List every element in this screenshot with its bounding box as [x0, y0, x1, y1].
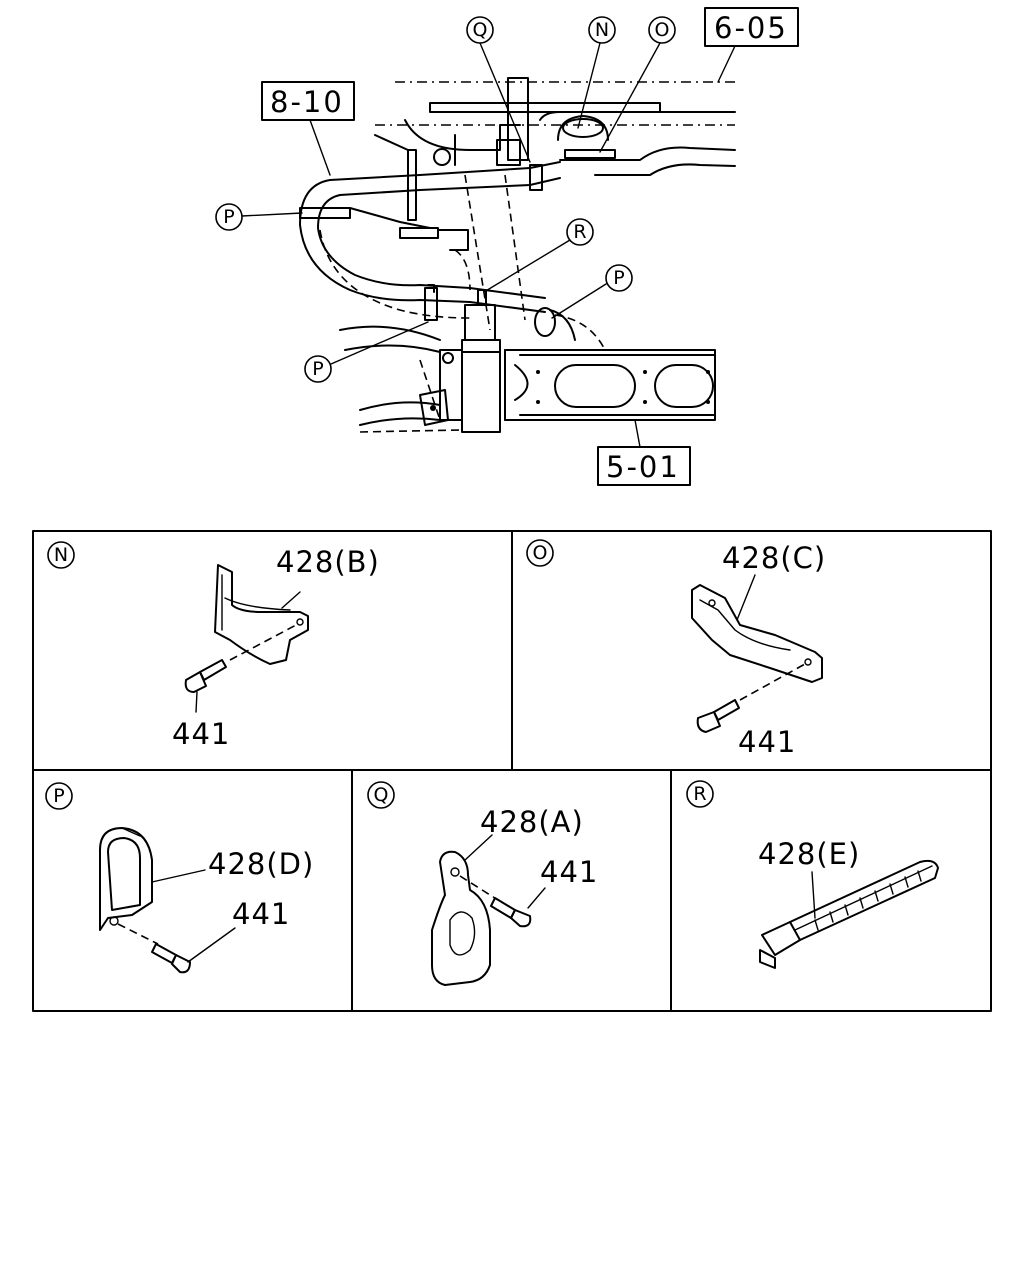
detail-grid	[32, 530, 992, 1012]
detail-panel-o: O 428(C) 441	[526, 539, 826, 759]
panel-p-part-label: 428(D)	[208, 847, 314, 881]
callout-p-right-letter: P	[613, 267, 624, 289]
detail-panel-q: Q 428(A) 441	[367, 781, 598, 986]
ref-box-8-10: 8-10	[261, 81, 355, 176]
bolt-441-p	[151, 943, 191, 974]
callout-o-letter: O	[655, 19, 670, 41]
callout-r-letter: R	[573, 221, 586, 243]
ref-label-6-05: 6-05	[714, 11, 788, 45]
callout-o: O	[599, 16, 676, 153]
callout-p-right: P	[551, 264, 633, 319]
panel-o-part-label: 428(C)	[722, 541, 826, 575]
panel-p-bolt-label: 441	[232, 897, 290, 931]
callout-p-left: P	[304, 321, 429, 383]
ref-label-5-01: 5-01	[606, 450, 680, 484]
detail-panel-n: N 428(B) 441	[47, 541, 380, 751]
panel-r-letter: R	[693, 783, 706, 805]
callout-q-letter: Q	[473, 19, 488, 41]
ref-label-8-10: 8-10	[270, 85, 344, 119]
callout-q: Q	[466, 16, 531, 163]
bolt-441-q	[490, 897, 532, 928]
panel-q-letter: Q	[374, 784, 389, 806]
ref-box-6-05: 6-05	[704, 7, 799, 83]
bolt-441-n	[184, 659, 227, 693]
panel-n-bolt-label: 441	[172, 717, 230, 751]
ref-box-5-01: 5-01	[597, 419, 691, 486]
panel-p-letter: P	[53, 785, 64, 807]
detail-panel-r: R 428(E)	[686, 780, 939, 969]
clip-428a	[431, 850, 491, 986]
panel-r-part-label: 428(E)	[758, 837, 860, 871]
callout-p-top-letter: P	[223, 206, 234, 228]
clip-428d	[99, 827, 153, 931]
bracket-428c	[691, 584, 823, 683]
panel-o-letter: O	[533, 542, 548, 564]
panel-n-letter: N	[54, 544, 68, 566]
callout-r: R	[483, 218, 594, 293]
assembly-drawing	[299, 77, 736, 433]
detail-panel-p: P 428(D) 441	[45, 782, 314, 974]
callout-p-top: P	[215, 203, 303, 231]
panel-q-part-label: 428(A)	[480, 805, 584, 839]
callout-p-left-letter: P	[312, 358, 323, 380]
bolt-441-o	[696, 699, 740, 733]
cable-tie-428e	[759, 859, 939, 969]
bracket-428b	[214, 564, 309, 665]
callout-n: N	[577, 16, 616, 129]
callout-n-letter: N	[595, 19, 609, 41]
panel-o-bolt-label: 441	[738, 725, 796, 759]
panel-n-part-label: 428(B)	[276, 545, 380, 579]
panel-q-bolt-label: 441	[540, 855, 598, 889]
